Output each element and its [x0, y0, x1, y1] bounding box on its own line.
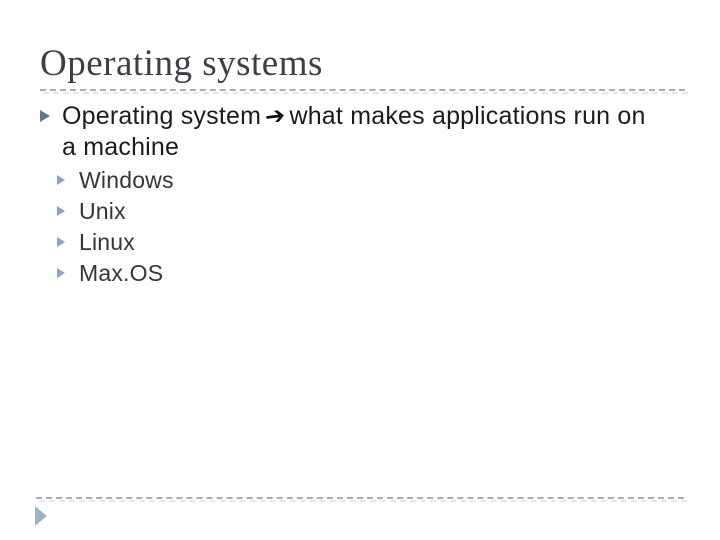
main-bullet-item: Operating system➔what makes applications…	[40, 101, 652, 163]
sub-bullet-list: Windows Unix Linux Max.OS	[57, 166, 174, 292]
bullet-triangle-icon	[40, 110, 50, 122]
sub-bullet-triangle-icon	[57, 206, 65, 216]
sub-bullet-item-linux: Linux	[57, 228, 174, 255]
footer-arrow-icon	[35, 506, 47, 526]
sub-bullet-triangle-icon	[57, 175, 65, 185]
sub-bullet-item-maxos: Max.OS	[57, 259, 174, 286]
main-bullet-text-before-arrow: Operating system	[62, 102, 262, 130]
sub-bullet-label: Linux	[79, 228, 135, 255]
sub-bullet-item-unix: Unix	[57, 197, 174, 224]
main-bullet-text: Operating system➔what makes applications…	[62, 101, 652, 163]
sub-bullet-triangle-icon	[57, 237, 65, 247]
sub-bullet-item-windows: Windows	[57, 166, 174, 193]
sub-bullet-triangle-icon	[57, 268, 65, 278]
title-separator-dashed-line	[40, 89, 688, 94]
footer-separator-dashed-line	[36, 497, 687, 502]
main-bullet-text-after-arrow: what makes applications run on a machine	[62, 102, 646, 161]
sub-bullet-label: Unix	[79, 197, 126, 224]
sub-bullet-label: Windows	[79, 166, 174, 193]
sub-bullet-label: Max.OS	[79, 259, 164, 286]
slide-title: Operating systems	[40, 43, 323, 84]
heavy-right-arrow-icon: ➔	[263, 100, 288, 132]
